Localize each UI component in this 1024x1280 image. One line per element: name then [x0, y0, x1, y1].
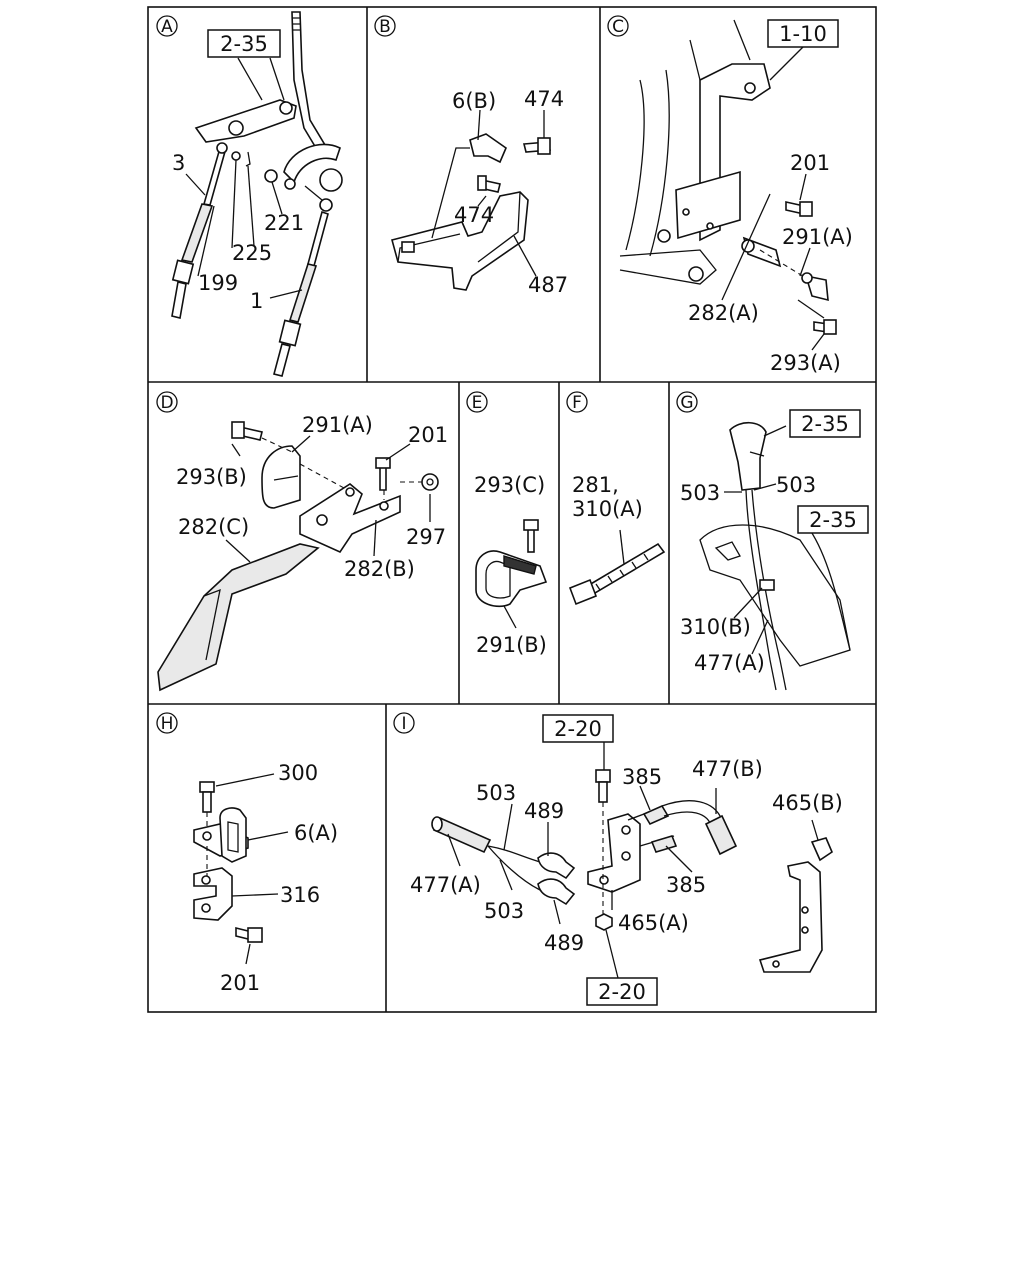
panel-h: H 300 6(A) 3 [156, 712, 338, 995]
panel-letter-f: F [566, 391, 588, 413]
panel-letter: I [401, 714, 406, 734]
label-291b: 291(B) [476, 633, 547, 657]
panel-g: G 2-35 2-35 [676, 391, 869, 691]
label-489-bottom: 489 [544, 931, 584, 955]
label-300: 300 [278, 761, 318, 785]
ref-box-2-20-top: 2-20 [542, 714, 614, 743]
label-282b: 282(B) [344, 557, 415, 581]
label-477a-i: 477(A) [410, 873, 481, 897]
panel-i: I [393, 712, 843, 1006]
panel-letter: 2-35 [220, 32, 268, 56]
label-474-mid: 474 [454, 203, 494, 227]
clamp-291b-illustration [475, 519, 548, 629]
label-3: 3 [172, 151, 185, 175]
bracket-282-illustration [157, 421, 439, 692]
label-503-g-left: 503 [680, 481, 720, 505]
panel-letter-a: A [156, 15, 178, 37]
panel-f: F 281, 310(A) [566, 391, 666, 606]
label-293b: 293(B) [176, 465, 247, 489]
label-291a-d: 291(A) [302, 413, 373, 437]
label-6a: 6(A) [294, 821, 338, 845]
label-477b: 477(B) [692, 757, 763, 781]
shift-knob-wiring-illustration [699, 421, 851, 691]
panel-letter-e: E [466, 391, 488, 413]
panel-letter-h: H [156, 712, 178, 734]
label-199: 199 [198, 271, 238, 295]
panel-letter: C [612, 17, 624, 37]
panel-letter: 1-10 [779, 22, 827, 46]
label-6b: 6(B) [452, 89, 496, 113]
panel-letter: D [160, 393, 173, 413]
label-282c: 282(C) [178, 515, 249, 539]
ref-box-1-10: 1-10 [767, 19, 839, 48]
panel-letter-g: G [676, 391, 698, 413]
bracket-487-illustration [391, 109, 552, 291]
panel-letter-b: B [374, 15, 396, 37]
panel-d: D [156, 391, 448, 692]
panel-letter: 2-20 [598, 980, 646, 1004]
panel-letter: H [161, 714, 174, 734]
label-477a-g: 477(A) [694, 651, 765, 675]
label-310a: 310(A) [572, 497, 643, 521]
label-201-c: 201 [790, 151, 830, 175]
label-297: 297 [406, 525, 446, 549]
label-201-h: 201 [220, 971, 260, 995]
label-1: 1 [250, 289, 263, 313]
label-291a-c: 291(A) [782, 225, 853, 249]
ref-box-2-35-a: 2-35 [207, 29, 281, 58]
panel-c: C [607, 15, 853, 375]
panel-letter: 2-35 [801, 412, 849, 436]
frame-bracket-illustration [619, 19, 837, 351]
label-225: 225 [232, 241, 272, 265]
label-282a: 282(A) [688, 301, 759, 325]
panel-b: B 6(B) 474 474 487 [374, 15, 568, 297]
bracket-316-illustration [193, 773, 289, 965]
label-489-top: 489 [524, 799, 564, 823]
label-465a: 465(A) [618, 911, 689, 935]
ref-box-2-35-g2: 2-35 [797, 505, 869, 534]
label-465b: 465(B) [772, 791, 843, 815]
ref-box-2-20-bottom: 2-20 [586, 977, 658, 1006]
panel-letter: A [161, 17, 173, 37]
panel-letter-d: D [156, 391, 178, 413]
cable-tie-illustration [568, 529, 666, 606]
label-385-bottom: 385 [666, 873, 706, 897]
label-503-g-right: 503 [776, 473, 816, 497]
label-474-top: 474 [524, 87, 564, 111]
panel-letter: 2-20 [554, 717, 602, 741]
panel-letter: 2-35 [809, 508, 857, 532]
label-293c: 293(C) [474, 473, 545, 497]
label-221: 221 [264, 211, 304, 235]
label-385-top: 385 [622, 765, 662, 789]
label-487: 487 [528, 273, 568, 297]
panel-letter-i: I [393, 712, 415, 734]
shift-lever-assembly-illustration [171, 11, 343, 377]
label-503-i-top: 503 [476, 781, 516, 805]
label-503-i-bottom: 503 [484, 899, 524, 923]
panel-letter: B [379, 17, 391, 37]
connector-bracket-illustration [431, 742, 833, 979]
panel-letter: E [472, 393, 483, 413]
label-310b: 310(B) [680, 615, 751, 639]
label-316: 316 [280, 883, 320, 907]
diagram-frame [147, 6, 877, 1013]
label-281: 281, [572, 473, 619, 497]
panel-letter: F [572, 393, 582, 413]
label-293a: 293(A) [770, 351, 841, 375]
panel-a: A [156, 11, 343, 377]
panel-letter-c: C [607, 15, 629, 37]
label-201-d: 201 [408, 423, 448, 447]
panel-e: E 293(C) 291(B) [466, 391, 548, 657]
ref-box-2-35-g1: 2-35 [789, 409, 861, 438]
panel-letter: G [680, 393, 693, 413]
